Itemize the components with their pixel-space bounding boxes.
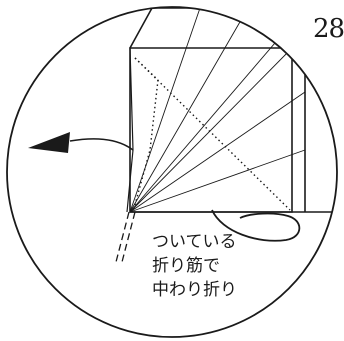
hidden-edge-line: [121, 211, 136, 263]
crease-line: [129, 47, 293, 213]
curved-arrow-left-icon: [28, 132, 134, 153]
crease-line: [129, 149, 306, 213]
dotted-fold-line: [134, 57, 291, 211]
dotted-fold-line: [134, 57, 159, 81]
instruction-line: 折り筋で: [152, 256, 220, 276]
step-number: 28: [313, 14, 344, 44]
crease-line: [129, 7, 249, 213]
crease-line: [129, 91, 306, 213]
magnified-view: [28, 7, 337, 263]
magnifier-circle: [6, 6, 338, 338]
step-number-backdrop: [310, 14, 344, 44]
instruction-text: ついている 折り筋で 中わり折り: [152, 230, 237, 302]
instruction-line: ついている: [152, 232, 237, 252]
dotted-fold-line: [132, 79, 159, 213]
instruction-line: 中わり折り: [152, 280, 237, 300]
hidden-edge-line: [115, 211, 130, 263]
loop-arrow-icon: [211, 209, 301, 242]
